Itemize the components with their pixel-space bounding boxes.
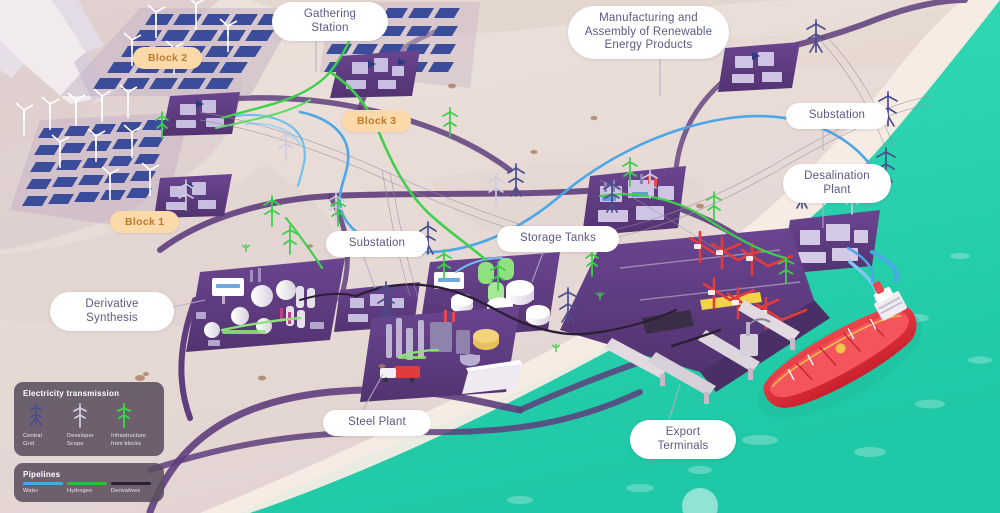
- pipeline-water: [234, 110, 875, 284]
- legend-item-infrastructure-blocks: Infrastructure from blocks: [111, 401, 155, 448]
- callout-desalination-plant[interactable]: Desalination Plant: [783, 164, 891, 204]
- steel-plant: [360, 306, 522, 402]
- legend-item-developer-scope: Developer Scope: [67, 401, 111, 448]
- callout-steel-plant[interactable]: Steel Plant: [323, 410, 431, 436]
- legend-pipelines-title: Pipelines: [23, 470, 61, 480]
- callout-storage-tanks[interactable]: Storage Tanks: [497, 226, 619, 252]
- callout-gathering-station[interactable]: Gathering Station: [272, 2, 388, 42]
- callout-substation-right[interactable]: Substation: [786, 103, 888, 129]
- legend-label-infrastructure-blocks: Infrastructure from blocks: [111, 433, 147, 447]
- callout-leaders: [145, 36, 824, 421]
- pylon-infrastructure-blocks: [155, 107, 722, 291]
- callout-manufacturing-assembly[interactable]: Manufacturing and Assembly of Renewable …: [568, 6, 729, 59]
- steel-plant-tanks: [460, 329, 499, 366]
- pylon-central-grid-icon: [23, 401, 67, 431]
- legend-label-pipe-water: Water: [23, 487, 39, 494]
- manufacturing-plant-upper: [718, 42, 800, 92]
- pipe-derivatives-swatch: [111, 482, 151, 485]
- block-pill-block-1[interactable]: Block 1: [110, 211, 180, 233]
- warehouse: [462, 360, 522, 394]
- wind-turbines-block2: [123, 0, 238, 74]
- legend-pipelines-card: Pipelines Water Hydrogen Derivatives: [14, 463, 164, 502]
- pipe-water-swatch: [23, 482, 63, 485]
- legend-item-pipe-derivatives: Derivatives: [111, 482, 155, 494]
- legend-item-pipe-hydrogen: Hydrogen: [67, 482, 111, 494]
- wind-turbines-block1: [15, 84, 160, 200]
- ship-bridge: [872, 280, 907, 321]
- loading-arm: [740, 318, 771, 356]
- port-green-pylon: [777, 258, 795, 284]
- legend-label-developer-scope: Developer Scope: [67, 433, 94, 447]
- substation-block-left: [162, 92, 240, 136]
- block-1-renewables: [10, 84, 190, 232]
- legend-electricity-title: Electricity transmission: [23, 389, 120, 398]
- site-sign-left: [212, 278, 244, 304]
- legend-electricity-card: Electricity transmission Central Grid: [14, 382, 164, 457]
- legend-label-pipe-hydrogen: Hydrogen: [67, 487, 93, 494]
- reactor-towers: [386, 318, 424, 360]
- callout-derivative-synthesis[interactable]: Derivative Synthesis: [50, 292, 174, 332]
- tanker-ship: [757, 280, 923, 418]
- callout-substation-center[interactable]: Substation: [326, 231, 428, 257]
- jetties: [604, 300, 800, 404]
- pipe-hydrogen-swatch: [67, 482, 107, 485]
- desalination-plant: [782, 210, 899, 302]
- legend-label-central-grid: Central Grid: [23, 433, 43, 447]
- block-pill-block-3[interactable]: Block 3: [342, 110, 412, 132]
- pylon-developer-scope: [177, 129, 860, 223]
- red-truck: [380, 366, 420, 383]
- legend-item-central-grid: Central Grid: [23, 401, 67, 448]
- pylon-developer-scope-icon: [67, 401, 111, 431]
- gathering-station-plant: [330, 50, 420, 98]
- callout-export-terminals[interactable]: Export Terminals: [630, 420, 736, 460]
- pylon-infrastructure-blocks-icon: [111, 401, 155, 431]
- site-sign-center: [434, 272, 464, 289]
- substation-block-left-lower: [154, 174, 232, 218]
- legend-item-pipe-water: Water: [23, 482, 67, 494]
- map-legend: Electricity transmission Central Grid: [14, 382, 164, 509]
- legend-label-pipe-derivatives: Derivatives: [111, 487, 141, 494]
- block-pill-block-2[interactable]: Block 2: [133, 47, 203, 69]
- green-tanks: [478, 258, 514, 304]
- desert-shrubs: [241, 244, 605, 352]
- pipeline-derivatives: [299, 283, 722, 348]
- derivative-synthesis-plant: [186, 258, 345, 352]
